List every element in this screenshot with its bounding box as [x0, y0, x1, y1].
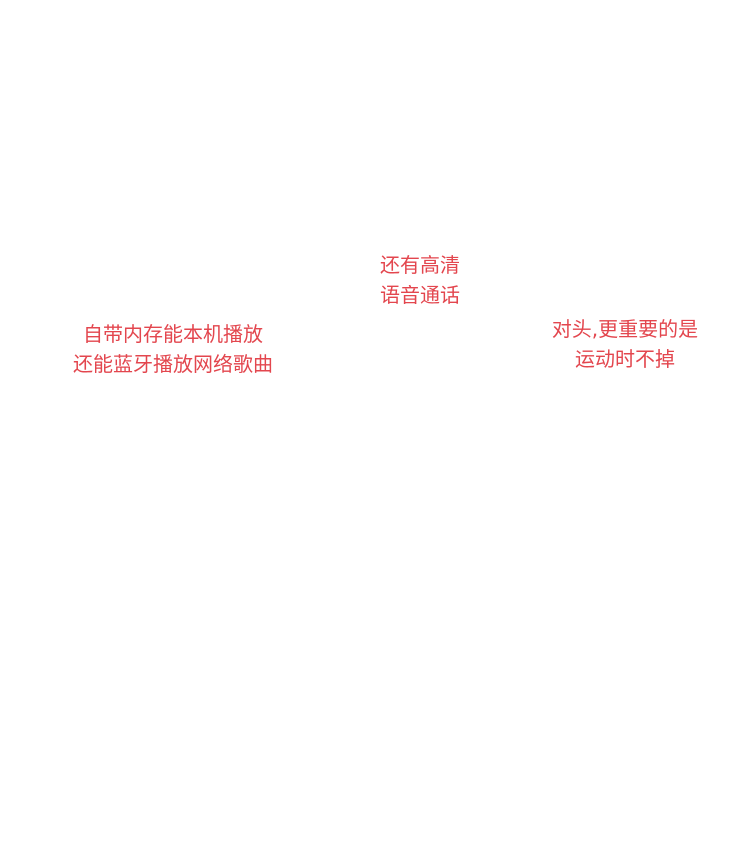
callout-storage-playback: 自带内存能本机播放 还能蓝牙播放网络歌曲: [60, 319, 286, 379]
callout-storage-line-1: 自带内存能本机播放: [83, 322, 263, 346]
callout-voice-line-1: 还有高清: [380, 253, 460, 277]
callout-secure-fit: 对头,更重要的是 运动时不掉: [540, 314, 710, 374]
callout-fit-line-2: 运动时不掉: [575, 347, 675, 371]
callout-fit-line-1: 对头,更重要的是: [551, 317, 699, 341]
callout-storage-line-2: 还能蓝牙播放网络歌曲: [73, 352, 273, 376]
callout-voice-call: 还有高清 语音通话: [370, 250, 470, 310]
callout-voice-line-2: 语音通话: [380, 283, 460, 307]
